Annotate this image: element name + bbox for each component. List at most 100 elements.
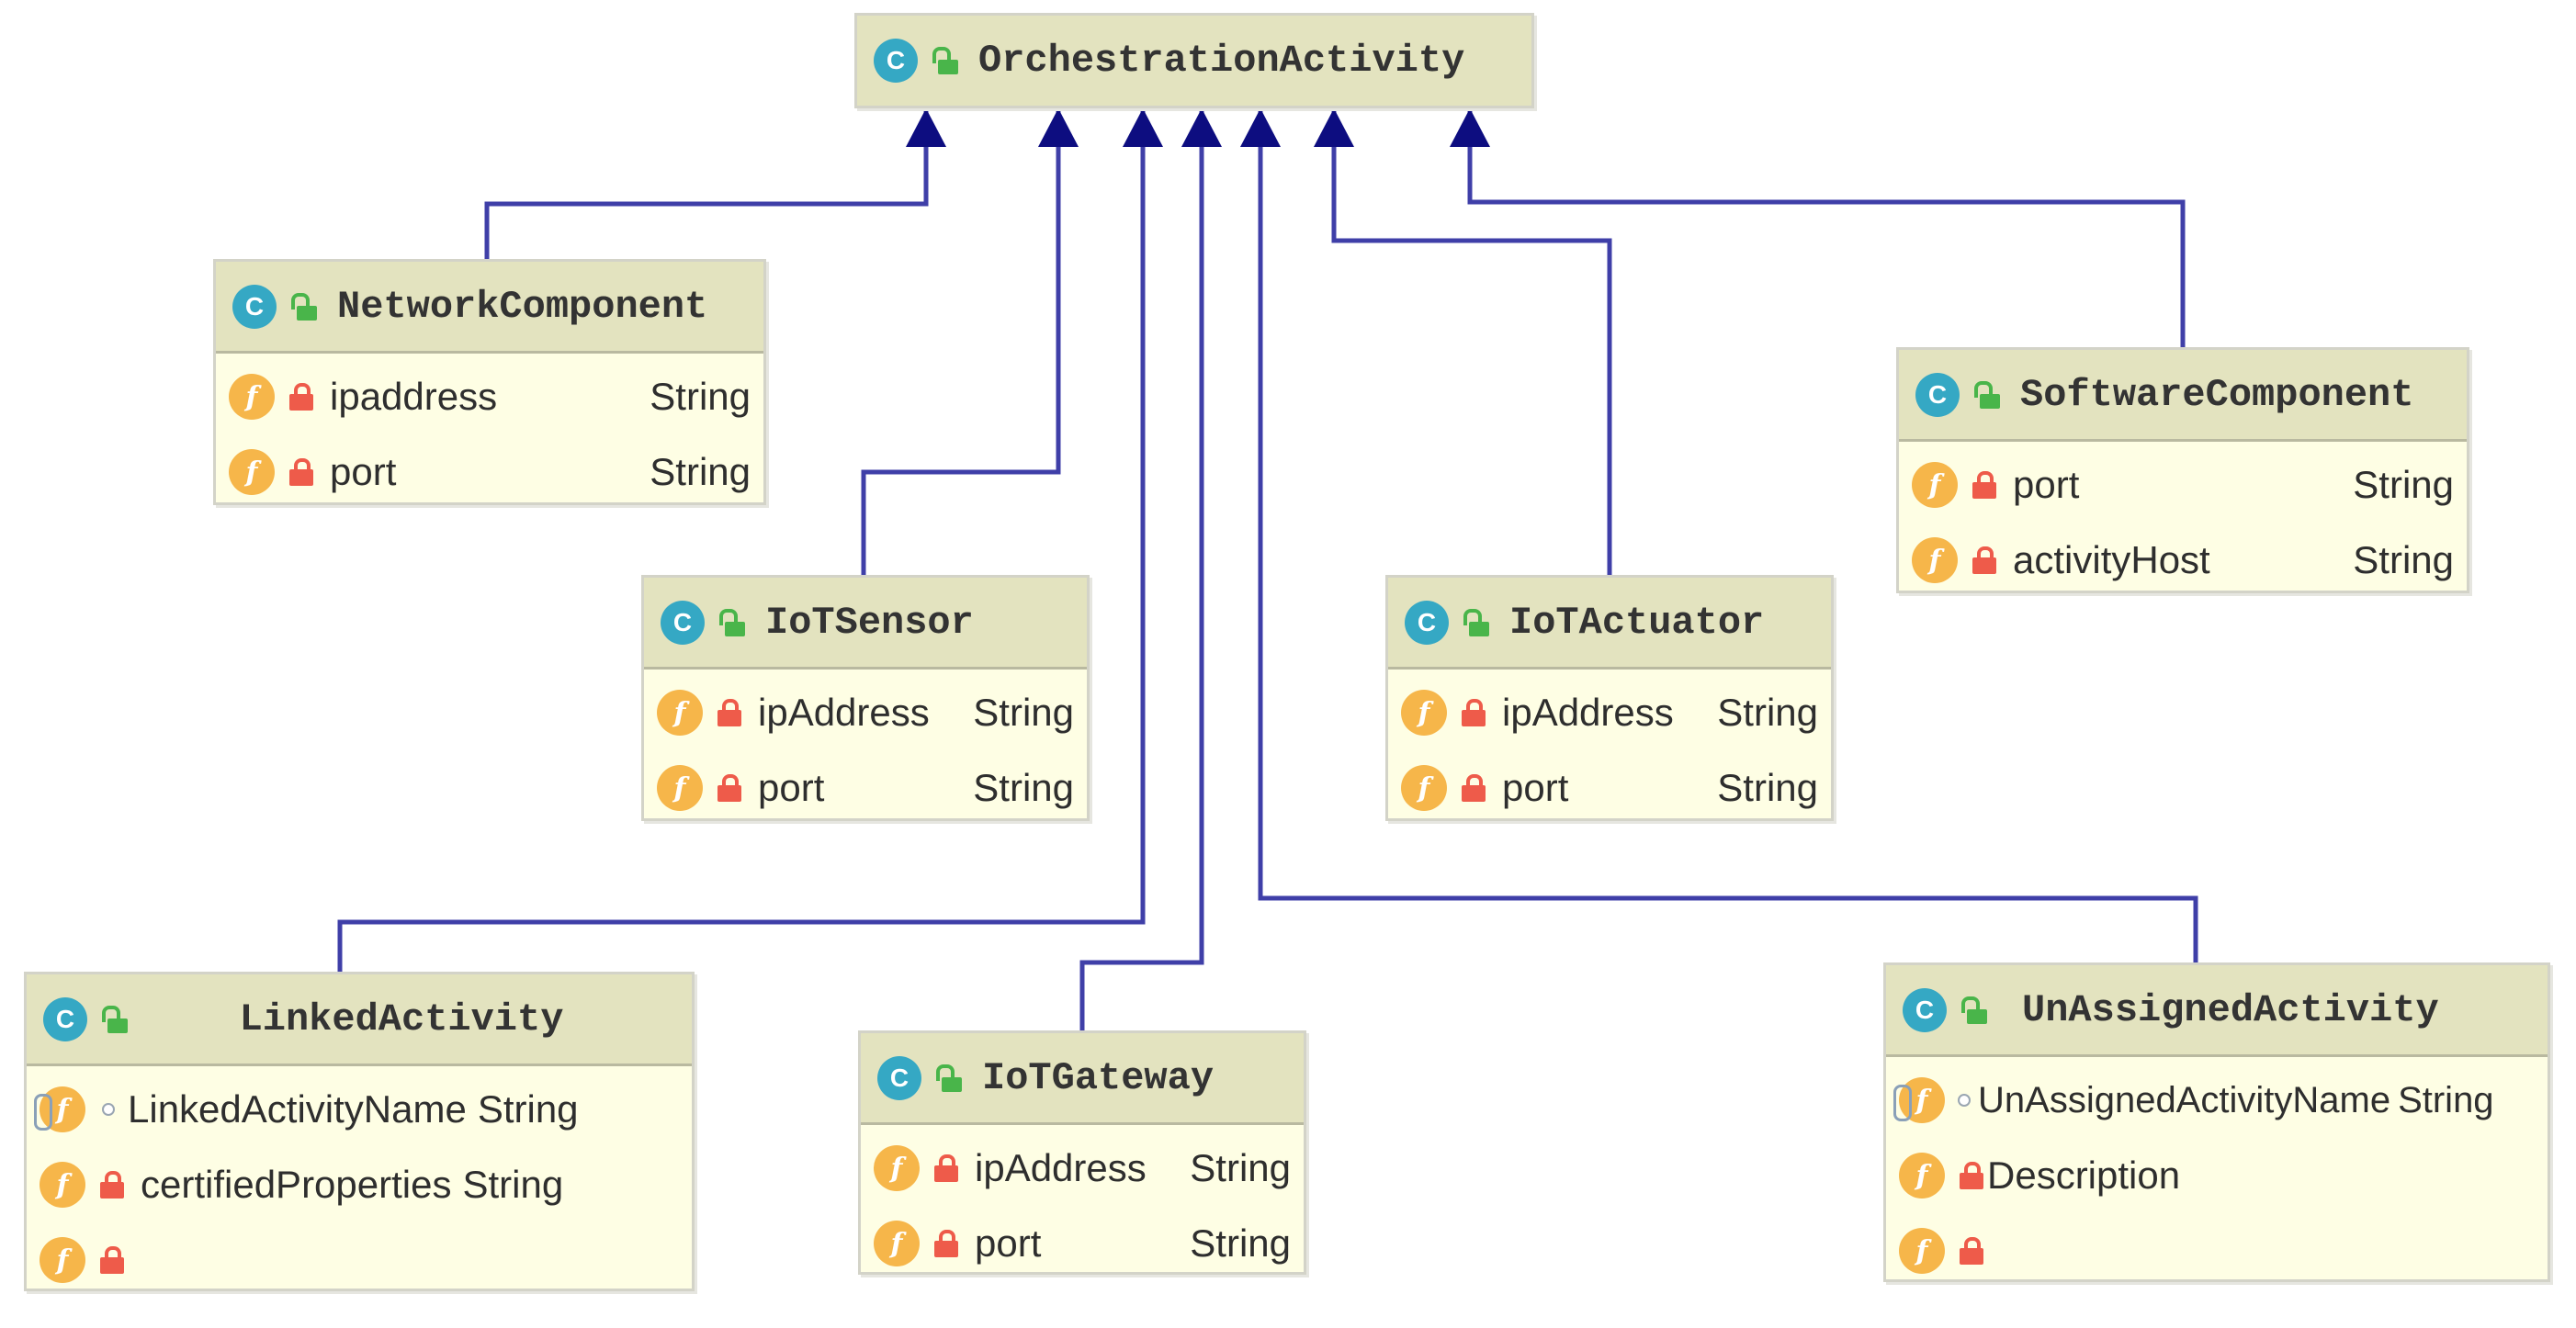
lock-icon [717, 774, 741, 802]
class-software-component[interactable]: C SoftwareComponent f port String f acti… [1896, 347, 2469, 593]
field-type: String [2353, 538, 2454, 581]
field-row[interactable]: f port String [644, 750, 1087, 826]
class-network-component[interactable]: C NetworkComponent f ipaddress String f … [213, 259, 766, 505]
arrowhead-icon [1123, 108, 1163, 147]
field-icon: f [874, 1145, 920, 1191]
field-name: port [330, 450, 397, 493]
arrowhead-icon [1240, 108, 1281, 147]
package-dot-icon [102, 1103, 115, 1116]
lock-icon [717, 699, 741, 726]
field-name: LinkedActivityName [128, 1087, 467, 1131]
class-icon: C [1903, 987, 1947, 1032]
field-name: ipaddress [330, 375, 498, 418]
field-icon: f [1912, 537, 1958, 583]
class-icon: C [874, 39, 918, 83]
field-icon: f [229, 449, 275, 495]
arrowhead-icon [1181, 108, 1222, 147]
field-row[interactable]: f LinkedActivityName String [27, 1072, 692, 1147]
field-icon: f [40, 1162, 85, 1208]
class-name: OrchestrationActivity [978, 39, 1465, 83]
edge-network-component [484, 108, 929, 259]
field-icon: f [1401, 765, 1447, 811]
field-row[interactable]: f ipAddress String [1388, 675, 1831, 750]
field-name: activityHost [2013, 538, 2210, 581]
field-row[interactable]: f [1886, 1213, 2548, 1289]
field-row[interactable]: f certifiedProperties String [27, 1147, 692, 1222]
edge-unassigned-activity [1258, 108, 2198, 962]
field-row[interactable]: f ipaddress String [216, 359, 763, 434]
unlocked-icon [100, 1005, 128, 1033]
unlocked-icon [934, 1064, 962, 1092]
class-icon: C [1405, 600, 1449, 645]
field-name: port [758, 766, 825, 809]
field-name: Description [1987, 1154, 2181, 1197]
arrowhead-icon [1038, 108, 1079, 147]
field-icon: f [1401, 690, 1447, 736]
edge-linked-activity [337, 108, 1146, 972]
package-dot-icon [1958, 1094, 1971, 1107]
class-name: IoTGateway [982, 1055, 1215, 1100]
field-row[interactable]: f activityHost String [1899, 523, 2467, 598]
field-icon: f [657, 765, 703, 811]
lock-icon [100, 1246, 124, 1274]
field-icon: f [34, 1086, 85, 1132]
field-type: String [2398, 1079, 2494, 1120]
field-row[interactable]: f ipAddress String [861, 1131, 1304, 1206]
class-name: IoTActuator [1509, 600, 1765, 645]
field-type: String [1190, 1221, 1291, 1265]
field-name: ipAddress [1502, 691, 1674, 734]
class-unassigned-activity[interactable]: C UnAssignedActivity f UnAssignedActivit… [1883, 962, 2550, 1282]
lock-icon [289, 383, 313, 411]
field-row[interactable]: f ipAddress String [644, 675, 1087, 750]
lock-icon [1960, 1237, 1983, 1265]
arrowhead-icon [1314, 108, 1354, 147]
unlocked-icon [1972, 380, 2000, 409]
field-icon: f [1893, 1077, 1945, 1123]
field-type: String [650, 375, 751, 418]
class-iot-actuator[interactable]: C IoTActuator f ipAddress String f port … [1385, 575, 1834, 821]
field-row[interactable]: f port String [216, 434, 763, 510]
field-row[interactable]: f [27, 1222, 692, 1298]
edge-software-component [1467, 108, 2186, 347]
edge-iot-gateway [1079, 108, 1204, 1030]
field-row[interactable]: f port String [861, 1206, 1304, 1281]
field-name: certifiedProperties [141, 1163, 452, 1206]
field-icon: f [40, 1237, 85, 1283]
field-name: port [2013, 463, 2080, 506]
field-row[interactable]: f Description [1886, 1138, 2548, 1213]
lock-icon [934, 1230, 958, 1257]
field-type: String [973, 766, 1074, 809]
field-name: ipAddress [975, 1146, 1147, 1189]
lock-icon [289, 458, 313, 486]
class-name: NetworkComponent [337, 284, 708, 329]
field-type: String [1717, 766, 1818, 809]
unlocked-icon [1462, 608, 1489, 636]
field-icon: f [657, 690, 703, 736]
arrowhead-icon [906, 108, 946, 147]
class-icon: C [43, 996, 87, 1041]
class-iot-sensor[interactable]: C IoTSensor f ipAddress String f port St… [641, 575, 1090, 821]
unlocked-icon [289, 292, 317, 321]
unlocked-icon [931, 47, 958, 74]
class-orchestration-activity[interactable]: C OrchestrationActivity [854, 13, 1534, 108]
field-icon: f [1899, 1228, 1945, 1274]
class-iot-gateway[interactable]: C IoTGateway f ipAddress String f port S… [858, 1030, 1306, 1275]
unlocked-icon [1960, 996, 1987, 1024]
field-row[interactable]: f port String [1388, 750, 1831, 826]
field-icon: f [1899, 1153, 1945, 1199]
field-icon: f [229, 374, 275, 420]
field-type: String [1717, 691, 1818, 734]
field-name: port [1502, 766, 1569, 809]
field-name: port [975, 1221, 1042, 1265]
class-icon: C [877, 1055, 921, 1100]
class-linked-activity[interactable]: C LinkedActivity f LinkedActivityName St… [24, 972, 695, 1291]
field-type: String [2353, 463, 2454, 506]
class-name: SoftwareComponent [2020, 372, 2414, 417]
field-row[interactable]: f port String [1899, 447, 2467, 523]
lock-icon [1462, 699, 1486, 726]
field-icon: f [1912, 462, 1958, 508]
lock-icon [1960, 1162, 1983, 1189]
field-row[interactable]: f UnAssignedActivityName String [1886, 1063, 2548, 1138]
